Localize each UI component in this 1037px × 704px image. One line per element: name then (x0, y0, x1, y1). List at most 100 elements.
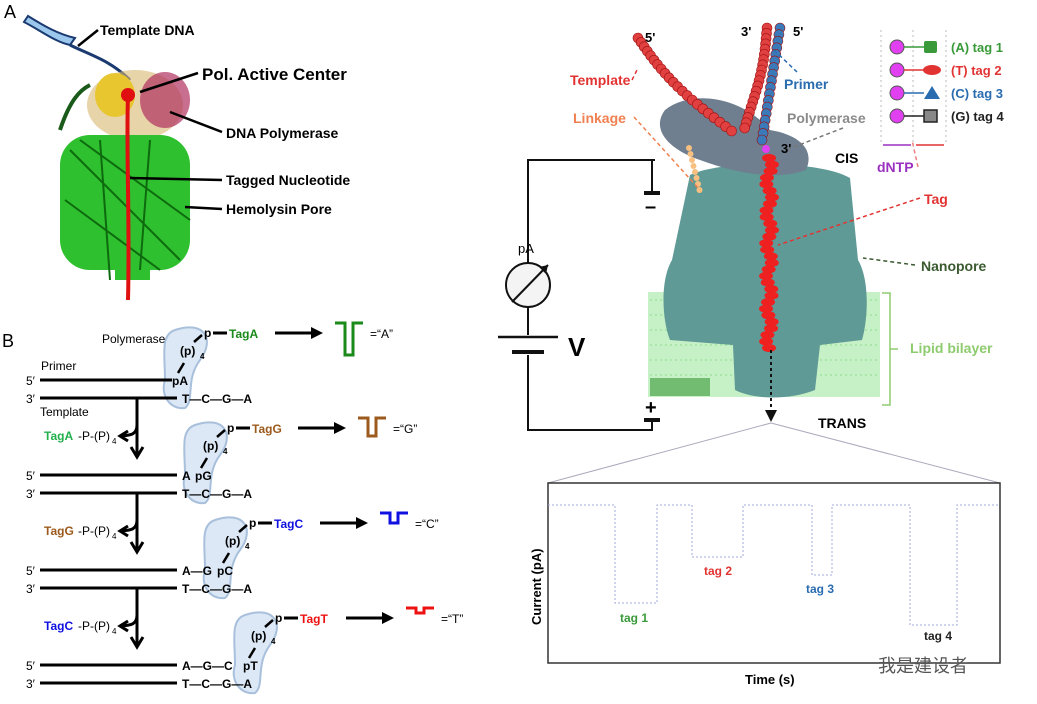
tag-bead (762, 344, 777, 352)
label-tag: Tag (924, 191, 948, 207)
legend-item: (G) tag 4 (889, 108, 1004, 124)
minus-sign: – (645, 196, 656, 218)
label-hemolysin-pore: Hemolysin Pore (226, 201, 332, 217)
legend-guides (880, 30, 947, 145)
template-sequence: T—C—G—A (182, 487, 252, 501)
released-tag: TagC (44, 619, 73, 633)
base-call: =“T” (441, 612, 463, 626)
panel-b-label: B (2, 331, 14, 351)
base-call: =“C” (415, 517, 439, 531)
arrow-head-icon (311, 327, 323, 339)
three-prime-label: 3′ (26, 392, 36, 406)
bond (238, 524, 248, 533)
tag-bead (760, 245, 775, 254)
signal-icon (380, 511, 408, 525)
tag-bead (764, 160, 779, 169)
linkage-bead (690, 163, 697, 169)
linkage-bead (689, 157, 695, 163)
polymerase-blob (162, 326, 208, 410)
circuit (498, 159, 660, 431)
phosphate-chain: (p) (180, 344, 195, 358)
released-pyrophosphate: -P-(P) (78, 619, 110, 633)
tag-label: TagG (252, 422, 282, 436)
signal-icon (358, 416, 386, 438)
five-prime-label: 5′ (26, 374, 36, 388)
primer-sequence: A (182, 469, 191, 483)
linkage-bead (687, 151, 694, 157)
tag-bead (759, 206, 774, 215)
tag-label: TagC (274, 517, 303, 531)
current-trace (548, 504, 1000, 626)
template-sequence: T—C—G—A (182, 392, 252, 406)
tag-bead (761, 265, 776, 274)
bond (221, 552, 231, 564)
trace-tag-1: tag 1 (620, 611, 648, 625)
dntp-icon (889, 39, 905, 55)
signal-icon (335, 321, 363, 357)
ammeter-label: pA (518, 241, 534, 256)
bond (264, 619, 274, 628)
tag-bead (763, 219, 778, 228)
primer-sequence: A—G (182, 564, 212, 578)
tag-bead (764, 317, 779, 326)
ellipse-icon (923, 65, 941, 75)
template-sequence: T—C—G—A (182, 677, 252, 691)
polymerase-blob (232, 611, 278, 695)
label-linkage: Linkage (573, 110, 626, 126)
tag-bead (762, 186, 777, 195)
tag-bead (764, 324, 779, 333)
release-arrow-icon (117, 492, 145, 555)
legend-label: (A) tag 1 (951, 40, 1003, 55)
arrow-head-icon (356, 517, 368, 529)
label-active-center: Pol. Active Center (202, 65, 347, 84)
tag-bead (760, 330, 775, 339)
five-prime-label: 5′ (26, 469, 36, 483)
base-call: =“A” (370, 327, 393, 341)
subscript-4: 4 (223, 447, 228, 456)
phosphate-chain: (p) (225, 534, 240, 548)
bond (247, 647, 257, 659)
panel-a-label: A (4, 2, 16, 22)
phosphate: p (249, 516, 256, 530)
trace-tag-3: tag 3 (806, 582, 834, 596)
released-pyrophosphate: -P-(P) (78, 429, 110, 443)
tag-bead (762, 154, 776, 162)
three-prime-label: 3′ (26, 677, 36, 691)
trace-tag-4: tag 4 (924, 629, 952, 643)
tag-bead (764, 291, 779, 300)
triangle-icon (924, 86, 940, 99)
template-sequence: T—C—G—A (182, 582, 252, 596)
tag-bead (764, 226, 779, 235)
trace-ylabel: Current (pA) (529, 548, 544, 625)
legend-item: (T) tag 2 (889, 62, 1002, 78)
tag-bead (762, 232, 777, 241)
subscript-4: 4 (200, 352, 205, 361)
label-3prime-pol: 3' (781, 141, 791, 156)
zoom-line-left (547, 422, 772, 484)
linkage-bead (686, 145, 692, 151)
bond (216, 429, 226, 438)
tag-bead (762, 199, 777, 208)
phosphate: p (227, 421, 234, 435)
label-nanopore: Nanopore (921, 258, 987, 274)
legend-label: (T) tag 2 (951, 63, 1002, 78)
legend-label: (C) tag 3 (951, 86, 1003, 101)
label-dna-polymerase: DNA Polymerase (226, 125, 339, 141)
tag-bead (759, 239, 774, 248)
released-tag: TagA (44, 429, 73, 443)
signal-icon (406, 606, 434, 615)
plus-sign: + (645, 397, 657, 419)
label-3prime: 3' (741, 24, 751, 39)
dntp-dot (762, 145, 770, 153)
square-icon (923, 109, 938, 123)
five-prime-label: 5′ (26, 659, 36, 673)
tag-bead (764, 285, 779, 294)
linkage-bead (692, 169, 698, 175)
label-tagged-nucleotide: Tagged Nucleotide (226, 172, 350, 188)
released-pyrophosphate: -P-(P) (78, 524, 110, 538)
label-template-c: Template (570, 72, 631, 88)
label-template-5prime: 5' (645, 30, 655, 45)
label-primer-5prime: 5' (793, 24, 803, 39)
